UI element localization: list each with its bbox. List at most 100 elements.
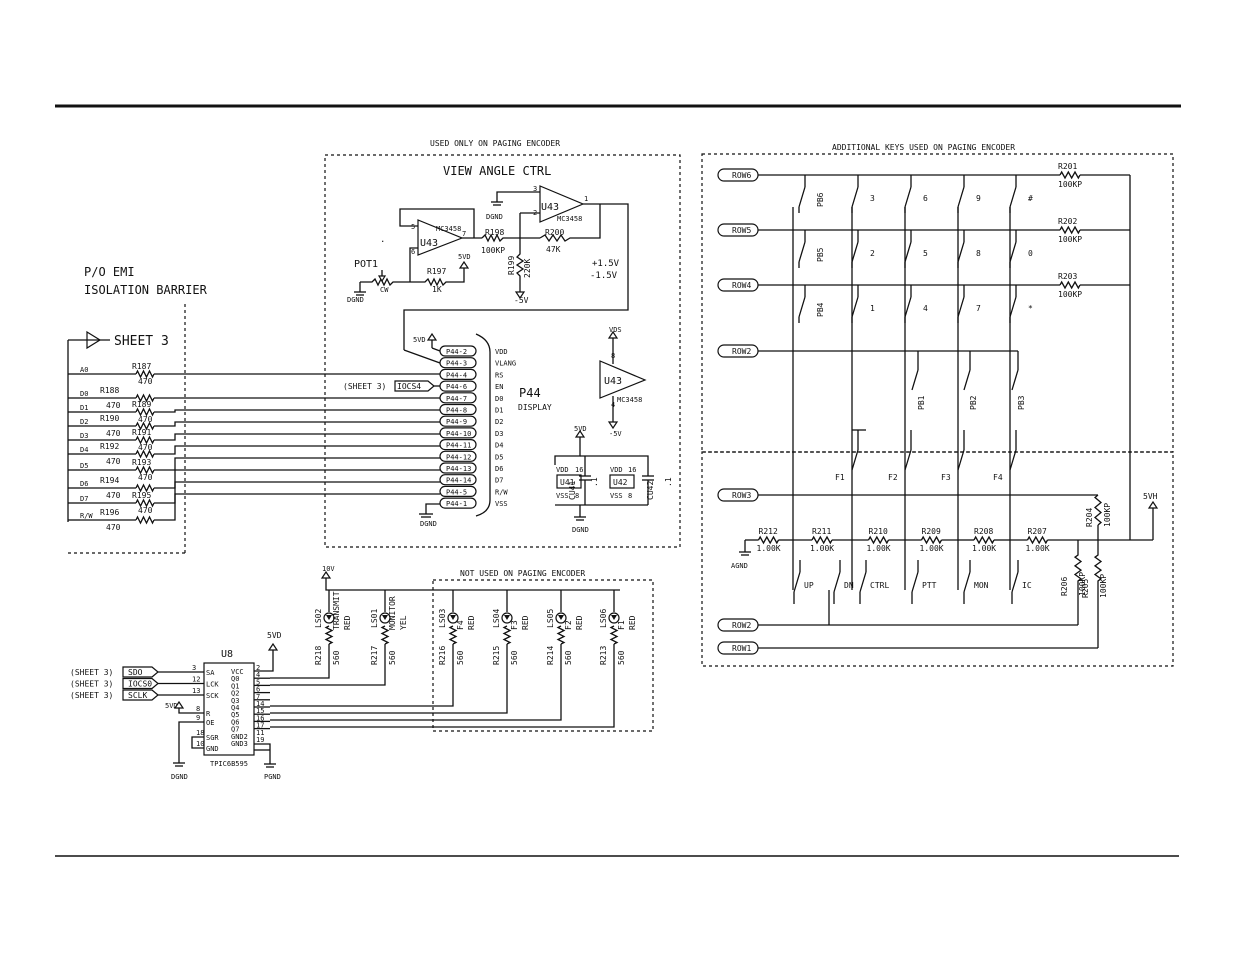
u8-lf-3: GND — [206, 745, 219, 753]
key-0-3: 9 — [976, 194, 981, 203]
p44-pin-label-13: P44-1 — [446, 500, 467, 508]
pin2: 2 — [533, 209, 537, 217]
r197-label: R197 — [427, 267, 446, 276]
p44-connector: 5VD P44 DISPLAY (SHEET 3) IOCS4 DGND — [343, 332, 552, 528]
res-val-6: 470 — [138, 473, 153, 482]
led-res-val-3: 560 — [510, 650, 519, 665]
p44-fn-label-3: EN — [495, 383, 503, 391]
u8-svd-label-b: 5VD — [165, 702, 178, 710]
pin3: 3 — [533, 185, 537, 193]
u8-body — [203, 662, 255, 756]
opamp-u43a — [417, 219, 464, 256]
res-ref-1: R188 — [100, 386, 119, 395]
u43c-buffer: VDS U43 MC3458 8 4 -5V — [599, 326, 647, 438]
key-2-1: 1 — [870, 304, 875, 313]
row2-flag-bottom-label: ROW2 — [732, 621, 751, 630]
pb-2: PB3 — [1017, 395, 1026, 410]
pin1: 1 — [584, 195, 588, 203]
sheet3-label: SHEET 3 — [114, 334, 169, 349]
res-sig-5: D4 — [80, 446, 88, 454]
led-ref-0: LS02 — [314, 609, 323, 628]
u8-rf-1: Q0 — [231, 675, 239, 683]
u42-vss: VSS — [610, 492, 623, 500]
row-res-val-1: 100KP — [1058, 235, 1082, 244]
res-val-1: 470 — [106, 401, 121, 410]
bottom-key-5: IC — [1022, 581, 1032, 590]
u8-rp-3: 6 — [256, 686, 260, 694]
res-val-3: 470 — [106, 429, 121, 438]
p44-sheet3-label: (SHEET 3) — [343, 382, 386, 391]
plus15-label: +1.5V — [592, 259, 620, 269]
fkey-2: F3 — [941, 473, 951, 482]
cw-label: CW — [380, 286, 389, 294]
u8-rp-4: 7 — [256, 693, 260, 701]
u8-in-fn-2: SCK — [206, 692, 219, 700]
pin5: 5 — [411, 223, 415, 231]
row-res-val-2: 100KP — [1058, 290, 1082, 299]
keypad-lower-box — [701, 451, 1174, 667]
r204-label: R204 — [1085, 508, 1094, 527]
u8-lf-1: OE — [206, 719, 214, 727]
u8-rp-9: 11 — [256, 729, 264, 737]
key-1-3: 8 — [976, 249, 981, 258]
chain-res-0: R212 — [759, 527, 778, 536]
p44-pin-label-4: P44-7 — [446, 395, 467, 403]
bottom-key-1: DN — [844, 581, 854, 590]
u8-in-net-0: SDO — [128, 668, 143, 677]
led-res-2: R216 — [438, 646, 447, 665]
led-ref-4: LS05 — [546, 609, 555, 628]
p44-pin-9 — [439, 450, 477, 462]
r198-value: 100KP — [481, 246, 505, 255]
res-val-2: 470 — [138, 415, 153, 424]
row1-flag-label: ROW1 — [732, 644, 751, 653]
u8-svd-label: 5VD — [267, 631, 282, 640]
row-flag-2-label: ROW4 — [732, 281, 751, 290]
chain-val-0: 1.00K — [757, 544, 781, 553]
bottom-key-3: PTT — [922, 581, 937, 590]
key-0-2: 6 — [923, 194, 928, 203]
mc3458b-label: MC3458 — [557, 215, 582, 223]
chain-val-4: 1.00K — [972, 544, 996, 553]
led-color-4: RED — [575, 615, 584, 630]
bottom-key-0: UP — [804, 581, 814, 590]
key-0-0: PB6 — [816, 192, 825, 207]
chain-res-1: R211 — [812, 527, 831, 536]
key-0-4: # — [1028, 194, 1033, 203]
additional-keys-note: ADDITIONAL KEYS USED ON PAGING ENCODER — [832, 143, 1015, 152]
row2-flag-top-label: ROW2 — [732, 347, 751, 356]
key-2-4: * — [1028, 304, 1033, 313]
key-2-2: 4 — [923, 304, 928, 313]
p44-pin-12 — [439, 485, 477, 497]
p44-desc: DISPLAY — [518, 403, 552, 412]
row-res-1: R202 — [1058, 217, 1077, 226]
u8-lp-3: 10 — [196, 740, 204, 748]
u8-in-fn-1: LCK — [206, 681, 219, 689]
paging-only-box — [324, 154, 681, 548]
r197-value: 1K — [432, 285, 442, 294]
res-ref-2: R189 — [132, 400, 151, 409]
res-val-4: 470 — [138, 443, 153, 452]
led-res-val-5: 560 — [617, 650, 626, 665]
row-res-0: R201 — [1058, 162, 1077, 171]
p44-pin-label-11: P44-14 — [446, 477, 471, 485]
p44-pin-label-0: P44-2 — [446, 348, 467, 356]
u8-in-flag-0 — [122, 666, 159, 678]
u8-in-pin-2: 13 — [192, 687, 200, 695]
r204-value: 100KP — [1103, 503, 1112, 527]
p44-fn-label-12: R/W — [495, 488, 508, 496]
u8-rf-7: Q6 — [231, 718, 239, 726]
p44-pin-4 — [439, 392, 477, 404]
dgnd-label-a: DGND — [486, 213, 503, 221]
dgnd-label-b: DGND — [347, 296, 364, 304]
svd-arrow-icon-a — [458, 260, 470, 269]
r206-label: R206 — [1060, 577, 1069, 596]
res-val-5: 470 — [106, 457, 121, 466]
u43b-label: U43 — [541, 202, 559, 213]
led-color-5: RED — [628, 615, 637, 630]
res-ref-8: R195 — [132, 491, 151, 500]
res-ref-4: R191 — [132, 428, 151, 437]
u8-in-sheet-1: (SHEET 3) — [70, 680, 113, 689]
r199-label: R199 — [507, 256, 516, 275]
barrier-line1: P/O EMI — [84, 265, 135, 279]
